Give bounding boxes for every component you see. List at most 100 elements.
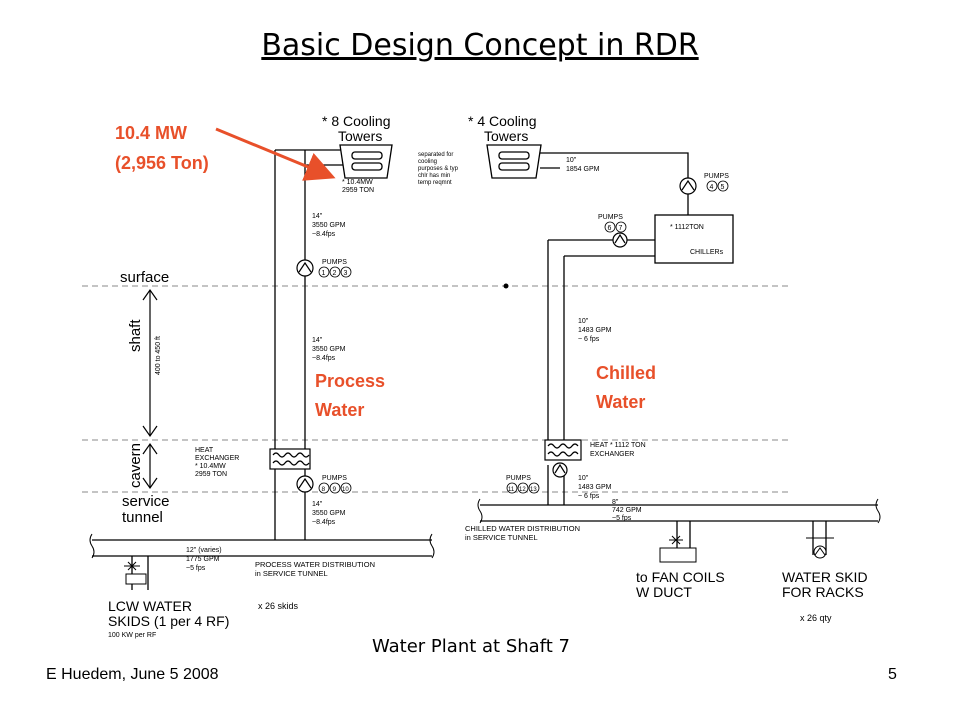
chilled-tower-note-1: separated for bbox=[418, 152, 453, 158]
chilled-bottom-spec-2: 1483 GPM bbox=[578, 484, 612, 491]
lcw-label-1: LCW WATER bbox=[108, 598, 192, 614]
process-pump-id-2: 2 bbox=[333, 270, 337, 277]
chilled-pump-id-13: 13 bbox=[530, 487, 537, 493]
process-branch-spec-2: 1775 GPM bbox=[186, 556, 220, 563]
chilled-branch-spec-3: ~5 fps bbox=[612, 515, 632, 522]
cavern-label: cavern bbox=[127, 443, 144, 488]
process-pump-2-symbol bbox=[296, 475, 314, 493]
chilled-pumps-chiller-ids bbox=[604, 221, 627, 233]
process-pipe-spec-3c: ~8.4fps bbox=[312, 519, 336, 526]
chilled-heat-exchanger bbox=[544, 439, 582, 461]
chilled-tower-note-2: cooling bbox=[418, 159, 437, 165]
chilled-pumps-bottom-label: PUMPS bbox=[506, 475, 531, 482]
process-hx-label-2: EXCHANGER bbox=[195, 455, 239, 462]
lcw-skid-symbol bbox=[124, 561, 147, 585]
process-branch-spec-3: ~5 fps bbox=[186, 565, 206, 572]
chillers-box bbox=[654, 214, 734, 264]
shaft-label: shaft bbox=[127, 319, 144, 352]
water-skid-label-1: WATER SKID bbox=[782, 569, 868, 585]
chilled-pumps-bottom-ids bbox=[506, 482, 540, 494]
chilled-tower-note-4: chlr has min bbox=[418, 173, 450, 179]
surface-junction-dot bbox=[503, 283, 509, 289]
process-hx-label-3: * 10.4MW bbox=[195, 463, 226, 470]
process-distribution-2: in SERVICE TUNNEL bbox=[255, 569, 328, 578]
chilled-branch-spec-1: 8" bbox=[612, 499, 619, 506]
chilled-pumps-tower-label: PUMPS bbox=[704, 173, 729, 180]
chilled-bottom-spec-1: 10" bbox=[578, 475, 589, 482]
process-pumps-2-ids bbox=[318, 482, 352, 494]
chilled-water-label-1: Chilled bbox=[596, 363, 656, 383]
cooling-power-label: 10.4 MW bbox=[115, 123, 187, 143]
process-distribution-1: PROCESS WATER DISTRIBUTION bbox=[255, 560, 375, 569]
process-water-label-1: Process bbox=[315, 371, 385, 391]
process-towers-title-1: * 8 Cooling bbox=[322, 113, 391, 129]
process-pump-id-8: 8 bbox=[322, 486, 326, 493]
chilled-pump-id-6: 6 bbox=[608, 225, 612, 232]
page-number: 5 bbox=[888, 666, 897, 683]
chilled-chiller-pump-symbol bbox=[612, 232, 628, 248]
level-lines bbox=[82, 285, 790, 493]
chilled-breaks bbox=[477, 498, 881, 524]
chilled-pumps-chiller-label: PUMPS bbox=[598, 214, 623, 221]
lcw-label-2: SKIDS (1 per 4 RF) bbox=[108, 613, 229, 629]
fan-coils-label-1: to FAN COILS bbox=[636, 569, 725, 585]
chilled-hx-label-1: HEAT * 1112 TON bbox=[590, 442, 646, 449]
process-pump-id-9: 9 bbox=[333, 486, 337, 493]
chilled-water-label-2: Water bbox=[596, 392, 645, 412]
shaft-depth-label: 400 to 450 ft bbox=[155, 336, 162, 375]
process-pump-id-10: 10 bbox=[342, 487, 349, 493]
chilled-pump-id-5: 5 bbox=[721, 184, 725, 191]
chilled-tower-pipe-1: 10" bbox=[566, 157, 577, 164]
chilled-pipes bbox=[480, 152, 878, 560]
process-pipe-spec-2a: 14" bbox=[312, 337, 323, 344]
chilled-tower-note-3: purposes & typ bbox=[418, 166, 459, 172]
surface-label: surface bbox=[120, 269, 169, 286]
fan-coil-symbol bbox=[659, 535, 697, 563]
chilled-riser-spec-2: 1483 GPM bbox=[578, 327, 612, 334]
chilled-towers-title-2: Towers bbox=[484, 128, 528, 144]
cooling-power-arrow bbox=[215, 127, 336, 181]
water-skid-label-2: FOR RACKS bbox=[782, 584, 864, 600]
process-hx-label-4: 2959 TON bbox=[195, 471, 227, 478]
chilled-pump-id-7: 7 bbox=[619, 225, 623, 232]
process-pumps-2-label: PUMPS bbox=[322, 475, 347, 482]
process-pump-1-symbol bbox=[296, 259, 314, 277]
chilled-tower-note-5: temp reqmnt bbox=[418, 180, 452, 186]
chilled-distribution-2: in SERVICE TUNNEL bbox=[465, 533, 538, 542]
process-pipe-spec-1a: 14" bbox=[312, 213, 323, 220]
process-pumps-1-ids bbox=[318, 266, 352, 278]
process-water-label-2: Water bbox=[315, 400, 364, 420]
fan-coils-label-2: W DUCT bbox=[636, 584, 692, 600]
chilled-pump-id-11: 11 bbox=[508, 487, 515, 493]
process-breaks bbox=[89, 533, 435, 559]
process-hx-label-1: HEAT bbox=[195, 447, 214, 454]
process-heat-exchanger bbox=[269, 448, 311, 470]
process-pipe-spec-3b: 3550 GPM bbox=[312, 510, 346, 517]
skids-count: x 26 skids bbox=[258, 601, 299, 611]
service-label: service bbox=[122, 493, 170, 510]
cooling-tons-label: (2,956 Ton) bbox=[115, 153, 209, 173]
chilled-branch-spec-2: 742 GPM bbox=[612, 507, 642, 514]
slide-title: Basic Design Concept in RDR bbox=[261, 28, 699, 63]
chilled-bottom-pump-symbol bbox=[552, 462, 568, 478]
process-pipe-spec-2b: 3550 GPM bbox=[312, 346, 346, 353]
chilled-cooling-tower bbox=[486, 144, 542, 179]
water-skid-symbol bbox=[806, 537, 834, 559]
chilled-pumps-tower-ids bbox=[706, 180, 729, 192]
diagram-caption: Water Plant at Shaft 7 bbox=[372, 636, 570, 657]
chilled-hx-label-2: EXCHANGER bbox=[590, 451, 634, 458]
tunnel-label: tunnel bbox=[122, 509, 163, 526]
chilled-riser-spec-3: ~ 6 fps bbox=[578, 336, 600, 343]
process-pipe-spec-1c: ~8.4fps bbox=[312, 231, 336, 238]
process-pump-id-3: 3 bbox=[344, 270, 348, 277]
process-pump-id-1: 1 bbox=[322, 270, 326, 277]
chilled-tower-pump-symbol bbox=[679, 177, 697, 195]
chillers-label-1: * 1112TON bbox=[670, 224, 704, 231]
chilled-bottom-spec-3: ~ 6 fps bbox=[578, 493, 600, 500]
lcw-label-3: 100 KW per RF bbox=[108, 632, 156, 639]
chilled-pump-id-12: 12 bbox=[519, 487, 526, 493]
chilled-riser-spec-1: 10" bbox=[578, 318, 589, 325]
process-towers-title-2: Towers bbox=[338, 128, 382, 144]
process-pumps-1-label: PUMPS bbox=[322, 259, 347, 266]
